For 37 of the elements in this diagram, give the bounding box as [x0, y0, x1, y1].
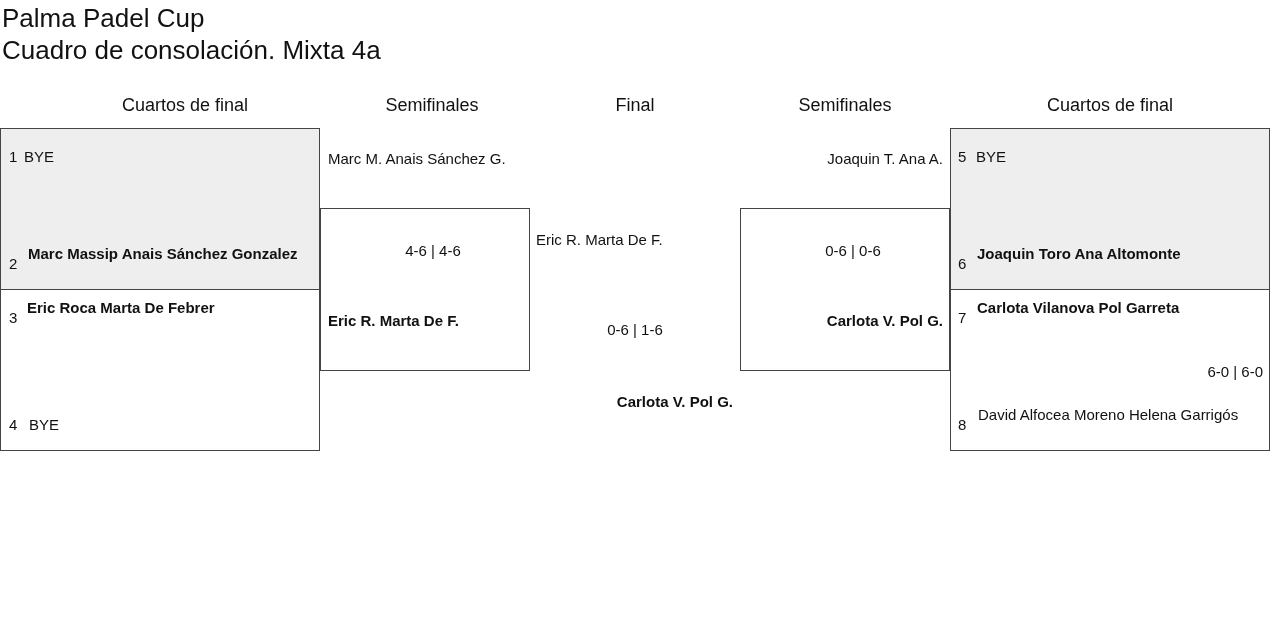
player-names: Carlota V. Pol G. — [825, 311, 943, 330]
player-names: Eric R. Marta De F. — [328, 311, 460, 330]
player-names: Joaquin Toro Ana Altomonte — [977, 244, 1182, 263]
player-names: Eric Roca Marta De Febrer — [27, 298, 216, 317]
player-names: Joaquin T. Ana A. — [826, 149, 943, 168]
seed-number: 8 — [958, 415, 968, 434]
round-heading: Semifinales — [384, 96, 480, 115]
match-box — [950, 289, 1270, 451]
bye-label: BYE — [24, 147, 55, 166]
player-names: Marc M. Anais Sánchez G. — [328, 149, 507, 168]
score-text: 0-6 | 1-6 — [606, 320, 664, 339]
player-names: Carlota V. Pol G. — [615, 392, 733, 411]
seed-number: 5 — [958, 147, 968, 166]
score-text: 4-6 | 4-6 — [404, 241, 462, 260]
seed-number: 7 — [958, 308, 968, 327]
player-names: David Alfocea Moreno Helena Garrigós — [978, 405, 1240, 424]
bye-label: BYE — [29, 415, 60, 434]
bye-label: BYE — [976, 147, 1007, 166]
round-heading: Final — [614, 96, 656, 115]
subtitle: Cuadro de consolación. Mixta 4a — [2, 34, 382, 66]
score-text: 6-0 | 6-0 — [1206, 362, 1263, 381]
round-heading: Semifinales — [797, 96, 893, 115]
match-box — [950, 128, 1270, 290]
player-names: Carlota Vilanova Pol Garreta — [977, 298, 1181, 317]
match-box — [0, 128, 320, 290]
match-box — [0, 289, 320, 451]
seed-number: 4 — [9, 415, 19, 434]
round-heading: Cuartos de final — [1045, 96, 1175, 115]
player-names: Marc Massip Anais Sánchez Gonzalez — [28, 244, 299, 263]
player-names: Eric R. Marta De F. — [536, 230, 664, 249]
seed-number: 6 — [958, 254, 968, 273]
round-heading: Cuartos de final — [120, 96, 250, 115]
page-title: Palma Padel Cup — [2, 2, 205, 34]
score-text: 0-6 | 0-6 — [824, 241, 882, 260]
seed-number: 2 — [9, 254, 19, 273]
seed-number: 1 — [9, 147, 19, 166]
seed-number: 3 — [9, 308, 19, 327]
